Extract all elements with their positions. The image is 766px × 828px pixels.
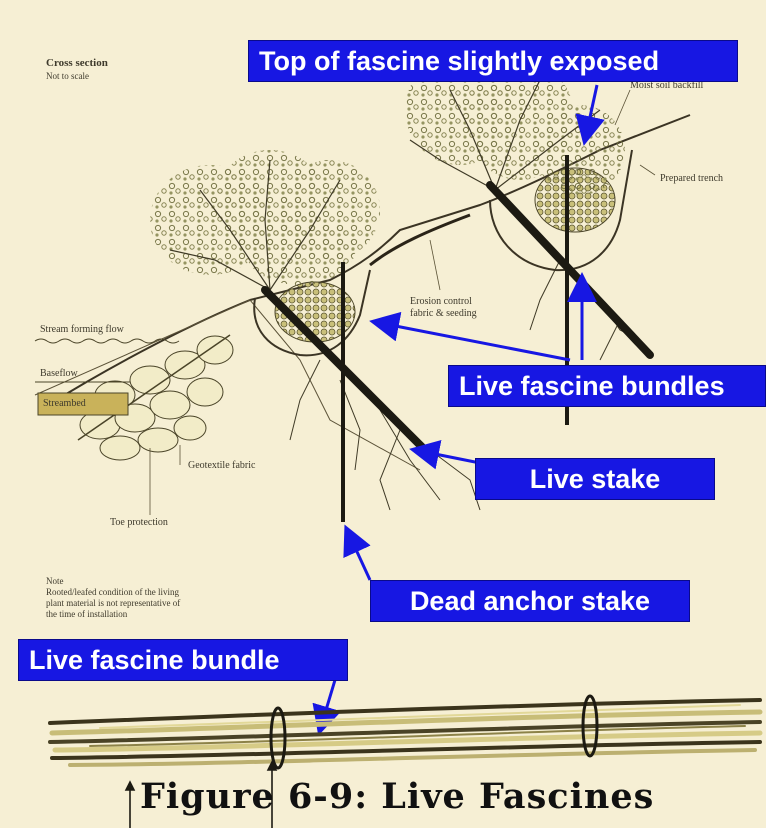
cross-section-label: Cross section <box>46 58 108 69</box>
baseflow-label: Baseflow <box>40 368 78 379</box>
prepared-trench-label: Prepared trench <box>660 173 723 184</box>
note-title: Note <box>46 576 64 586</box>
callout-top-exposed: Top of fascine slightly exposed <box>248 40 738 82</box>
toe-protection-label: Toe protection <box>110 517 168 528</box>
callout-live-stake: Live stake <box>475 458 715 500</box>
stream-forming-label: Stream forming flow <box>40 324 124 335</box>
fascine-bundle-side <box>50 700 760 765</box>
callout-live-fascine-bundle: Live fascine bundle <box>18 639 348 681</box>
note-line-1: Rooted/leafed condition of the living <box>46 587 179 597</box>
note-line-2: plant material is not representative of <box>46 598 180 608</box>
callout-live-fascine-bundles: Live fascine bundles <box>448 365 766 407</box>
erosion-fabric <box>370 215 470 265</box>
callout-dead-anchor-stake: Dead anchor stake <box>370 580 690 622</box>
erosion-control-label-1: Erosion control <box>410 296 472 307</box>
streambed-label: Streambed <box>43 398 86 409</box>
figure-caption: Figure 6-9: Live Fascines <box>140 776 654 817</box>
geotextile-label: Geotextile fabric <box>188 460 255 471</box>
erosion-control-label-2: fabric & seeding <box>410 308 477 319</box>
note-line-3: the time of installation <box>46 609 127 619</box>
not-to-scale-label: Not to scale <box>46 71 89 82</box>
